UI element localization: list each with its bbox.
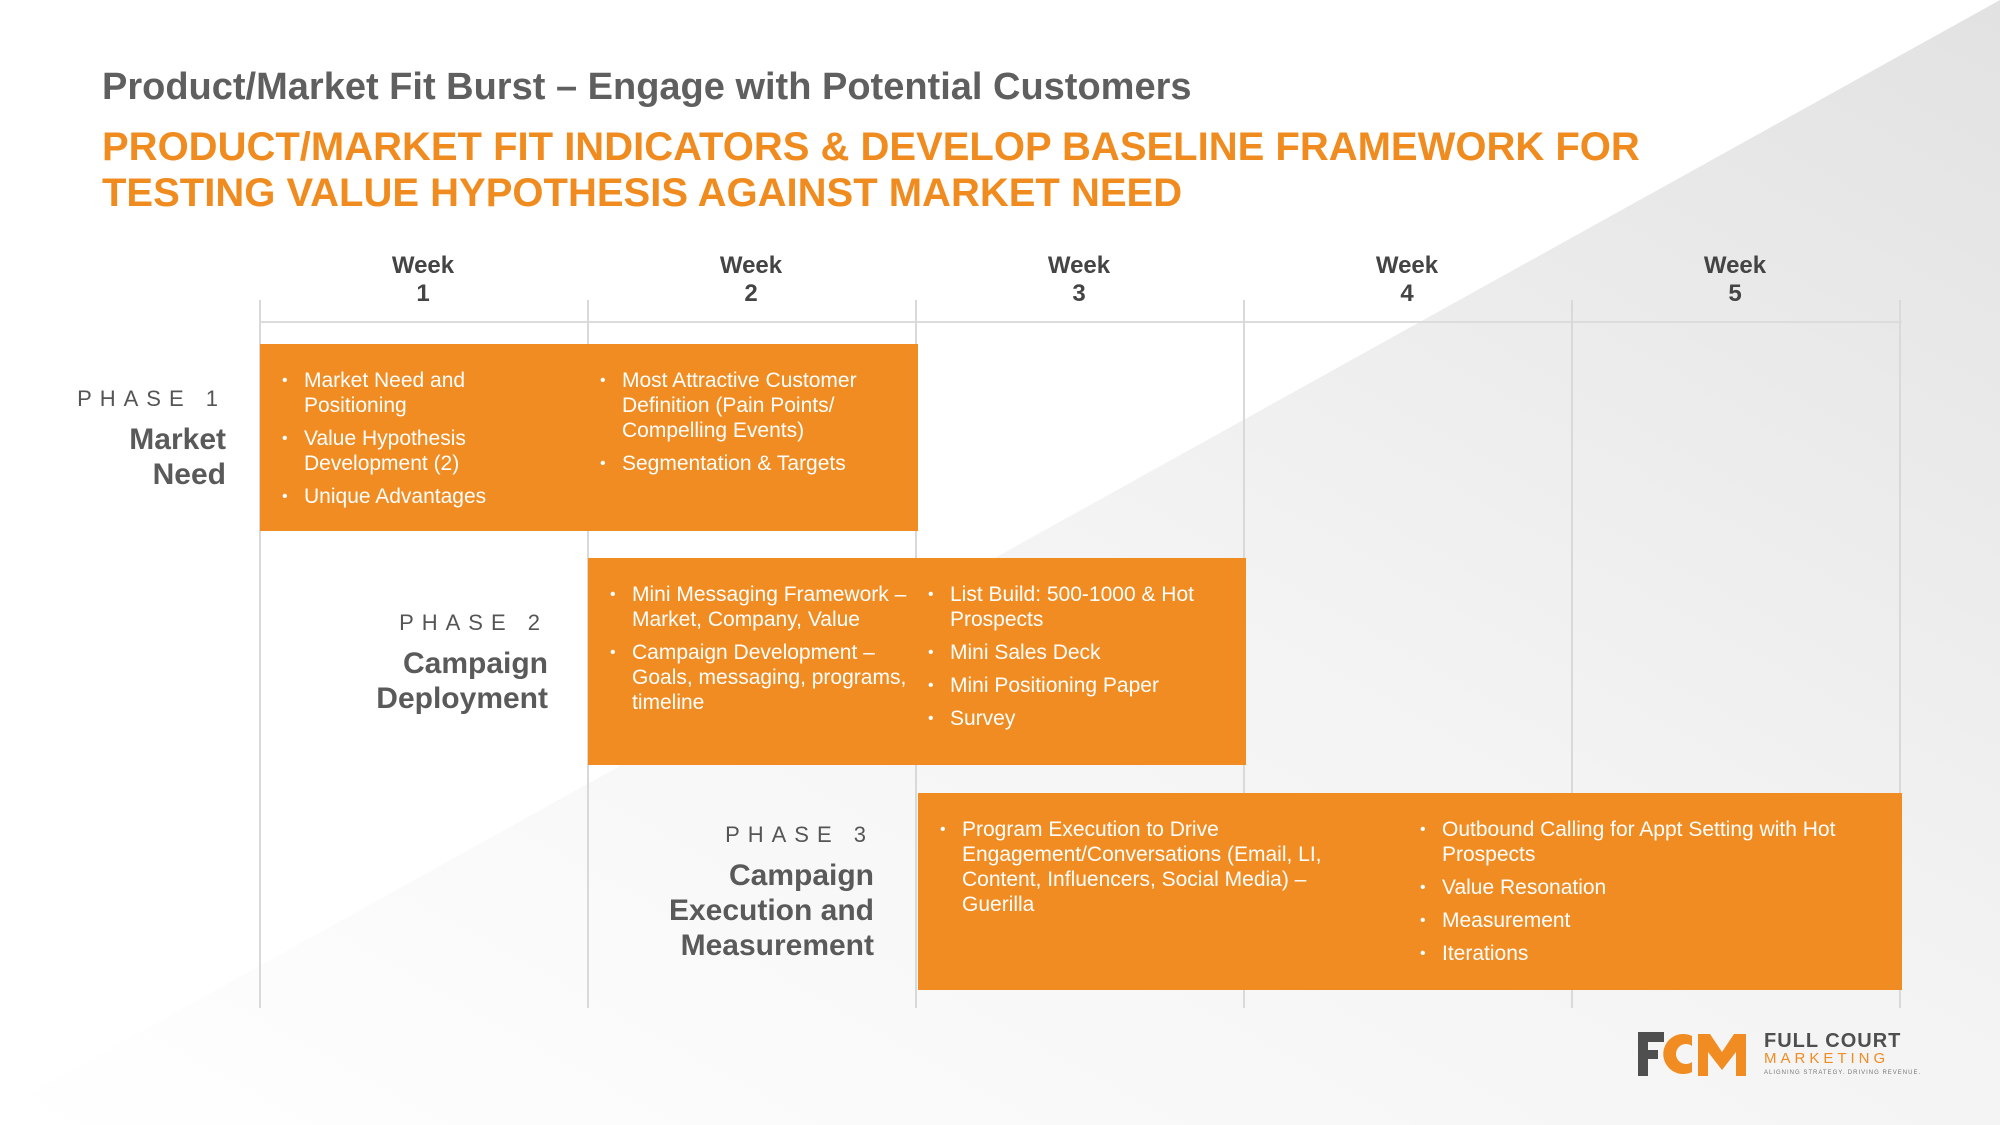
task-item: Iterations <box>1418 941 1878 966</box>
week-header-5: Week 5 <box>1571 252 1899 308</box>
company-logo: FULL COURT MARKETING ALIGNING STRATEGY. … <box>1636 1030 1920 1078</box>
phase-2-block: Mini Messaging Framework – Market, Compa… <box>588 558 1246 765</box>
week-number: 1 <box>416 280 430 307</box>
phase-3-column-1: Program Execution to Drive Engagement/Co… <box>938 817 1378 925</box>
week-label: Week <box>391 252 455 279</box>
task-item: Program Execution to Drive Engagement/Co… <box>938 817 1378 917</box>
phase-name-line: Measurement <box>680 929 874 962</box>
phase-3-column-2: Outbound Calling for Appt Setting with H… <box>1418 817 1878 974</box>
week-number: 2 <box>744 280 758 307</box>
phase-name-line: Need <box>152 458 226 491</box>
phase-3-block: Program Execution to Drive Engagement/Co… <box>918 793 1902 990</box>
phase-1-column-2: Most Attractive Customer Definition (Pai… <box>598 368 908 484</box>
phase-name-line: Execution and <box>668 894 874 927</box>
phase-name-line: Deployment <box>376 682 548 715</box>
task-item: List Build: 500-1000 & Hot Prospects <box>926 582 1236 632</box>
week-number: 4 <box>1400 280 1414 307</box>
task-item: Outbound Calling for Appt Setting with H… <box>1418 817 1878 867</box>
week-header-3: Week 3 <box>915 252 1243 308</box>
header-divider <box>260 321 1902 323</box>
phase-3-label: PHASE 3 Campaign Execution and Measureme… <box>560 822 874 963</box>
task-item: Survey <box>926 706 1236 731</box>
week-label: Week <box>1047 252 1111 279</box>
phase-1-block: Market Need and Positioning Value Hypoth… <box>260 344 918 531</box>
logo-tagline: ALIGNING STRATEGY. DRIVING REVENUE. <box>1764 1070 1922 1076</box>
week-label: Week <box>1703 252 1767 279</box>
task-item: Most Attractive Customer Definition (Pai… <box>598 368 908 443</box>
page-title: Product/Market Fit Burst – Engage with P… <box>102 66 1192 108</box>
phase-number: PHASE 3 <box>725 822 874 847</box>
task-item: Unique Advantages <box>280 484 570 509</box>
task-item: Value Resonation <box>1418 875 1878 900</box>
task-item: Measurement <box>1418 908 1878 933</box>
week-label: Week <box>719 252 783 279</box>
phase-number: PHASE 2 <box>399 610 548 635</box>
task-item: Campaign Development – Goals, messaging,… <box>608 640 908 715</box>
phase-name-line: Campaign <box>402 647 548 680</box>
grid-line <box>1571 300 1573 1008</box>
week-header-4: Week 4 <box>1243 252 1571 308</box>
phase-number: PHASE 1 <box>77 386 226 411</box>
grid-line <box>259 300 261 1008</box>
task-item: Market Need and Positioning <box>280 368 570 418</box>
phase-name-line: Campaign <box>728 859 874 892</box>
phase-1-label: PHASE 1 Market Need <box>40 386 226 492</box>
week-header-1: Week 1 <box>259 252 587 308</box>
task-item: Segmentation & Targets <box>598 451 908 476</box>
task-item: Mini Positioning Paper <box>926 673 1236 698</box>
phase-name-line: Market <box>129 423 226 456</box>
week-number: 5 <box>1728 280 1742 307</box>
logo-text-line1: FULL COURT <box>1764 1030 1902 1052</box>
week-header-2: Week 2 <box>587 252 915 308</box>
task-item: Mini Sales Deck <box>926 640 1236 665</box>
page-subtitle: PRODUCT/MARKET FIT INDICATORS & DEVELOP … <box>102 125 1640 215</box>
phase-1-column-1: Market Need and Positioning Value Hypoth… <box>280 368 570 517</box>
logo-text-line2: MARKETING <box>1764 1050 1890 1067</box>
week-number: 3 <box>1072 280 1086 307</box>
phase-2-column-1: Mini Messaging Framework – Market, Compa… <box>608 582 908 723</box>
phase-2-label: PHASE 2 Campaign Deployment <box>300 610 548 716</box>
task-item: Value Hypothesis Development (2) <box>280 426 570 476</box>
grid-line <box>1899 300 1901 1008</box>
fcm-logo-icon <box>1638 1032 1746 1076</box>
week-label: Week <box>1375 252 1439 279</box>
phase-2-column-2: List Build: 500-1000 & Hot Prospects Min… <box>926 582 1236 739</box>
task-item: Mini Messaging Framework – Market, Compa… <box>608 582 908 632</box>
